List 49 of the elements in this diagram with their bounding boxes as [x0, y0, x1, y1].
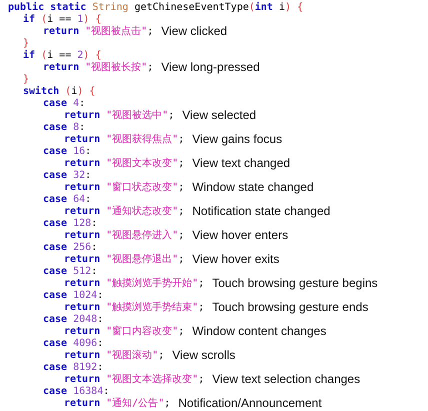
- code-annotation: View text selection changes: [212, 372, 360, 386]
- code-line: return "视图获得焦点";: [64, 134, 184, 146]
- code-line: return "视图被点击";: [43, 26, 154, 38]
- code-line: }: [23, 38, 30, 50]
- code-line: case 128:: [43, 218, 98, 230]
- code-annotation: Window state changed: [192, 180, 314, 194]
- code-annotation: View long-pressed: [161, 60, 260, 74]
- code-line: }: [23, 74, 30, 86]
- code-line: case 8:: [43, 122, 86, 134]
- code-line: case 8192:: [43, 362, 104, 374]
- code-line: return "视图被长按";: [43, 62, 154, 74]
- code-line: return "通知状态改变";: [64, 206, 184, 218]
- code-line: case 64:: [43, 194, 92, 206]
- code-line: case 1024:: [43, 290, 104, 302]
- code-line: case 4096:: [43, 338, 104, 350]
- code-annotation: View scrolls: [172, 348, 236, 362]
- code-line: case 32:: [43, 170, 92, 182]
- code-annotation: View clicked: [161, 24, 228, 38]
- code-line: public static String getChineseEventType(int i) {: [8, 2, 304, 14]
- code-line: return "视图悬停退出";: [64, 254, 184, 266]
- code-line: return "通知/公告";: [64, 398, 170, 410]
- code-line: if (i == 1) {: [23, 14, 102, 26]
- code-line: case 256:: [43, 242, 98, 254]
- code-line: case 512:: [43, 266, 98, 278]
- code-annotation: Notification/Announcement: [178, 396, 322, 410]
- code-line: return "窗口内容改变";: [64, 326, 184, 338]
- code-line: case 2048:: [43, 314, 104, 326]
- code-annotation: View hover exits: [192, 252, 280, 266]
- code-annotation: Notification state changed: [192, 204, 330, 218]
- code-line: case 16384:: [43, 386, 110, 398]
- code-line: return "视图文本改变";: [64, 158, 184, 170]
- code-annotation: Touch browsing gesture ends: [212, 300, 368, 314]
- code-line: return "视图文本选择改变";: [64, 374, 204, 386]
- code-annotation: View text changed: [192, 156, 290, 170]
- code-line: case 16:: [43, 146, 92, 158]
- code-annotation: View hover enters: [192, 228, 288, 242]
- code-line: return "触摸浏览手势开始";: [64, 278, 204, 290]
- code-annotation: View gains focus: [192, 132, 282, 146]
- code-line: return "视图悬停进入";: [64, 230, 184, 242]
- code-annotation: View selected: [182, 108, 256, 122]
- code-line: case 4:: [43, 98, 86, 110]
- code-line: return "触摸浏览手势结束";: [64, 302, 204, 314]
- code-line: switch (i) {: [23, 86, 96, 98]
- code-annotation: Touch browsing gesture begins: [212, 276, 378, 290]
- code-line: return "视图被选中";: [64, 110, 174, 122]
- code-line: return "视图滚动";: [64, 350, 164, 362]
- code-line: if (i == 2) {: [23, 50, 102, 62]
- code-line: return "窗口状态改变";: [64, 182, 184, 194]
- code-annotation: Window content changes: [192, 324, 326, 338]
